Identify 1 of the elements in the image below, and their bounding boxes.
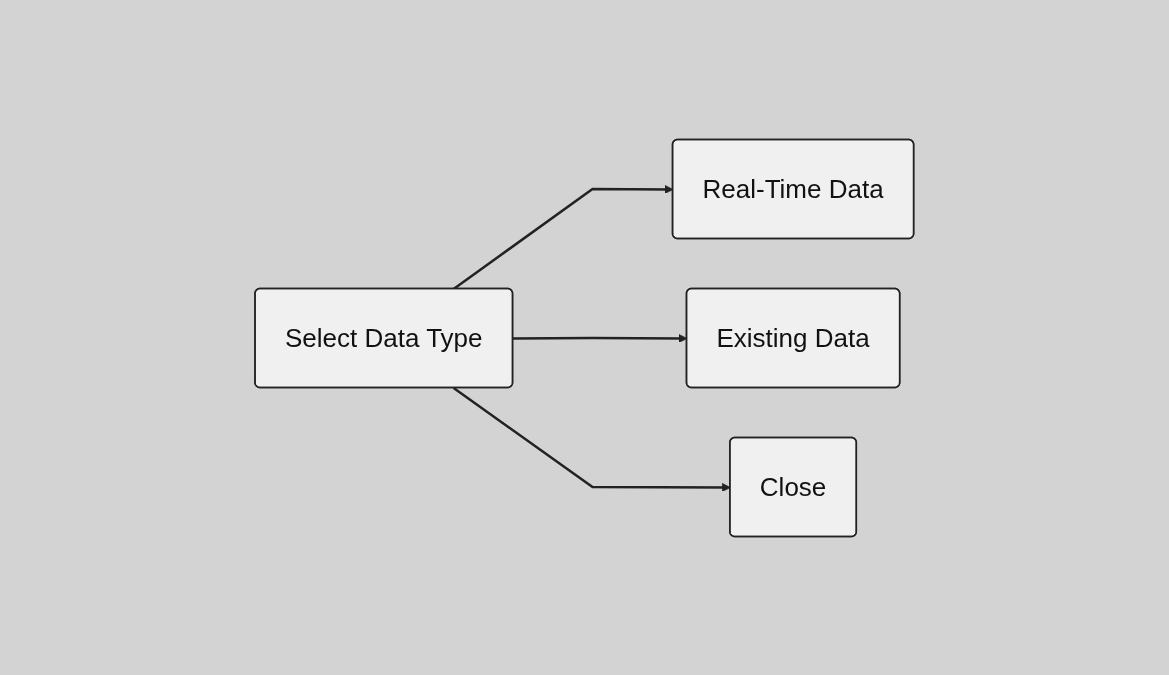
arrow: [453, 386, 731, 492]
